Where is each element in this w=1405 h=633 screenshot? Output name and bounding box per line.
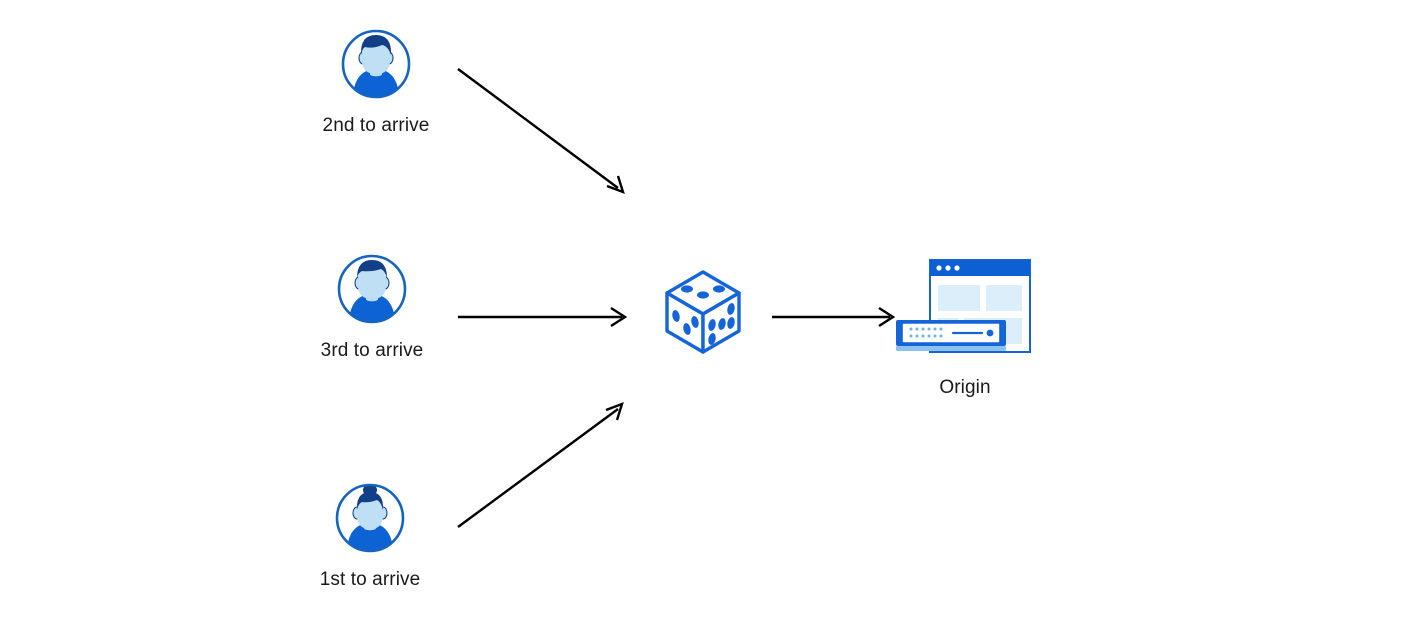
user-avatar-icon xyxy=(334,482,406,554)
user-avatar-icon xyxy=(340,28,412,100)
origin-server-icon xyxy=(890,256,1040,364)
user-avatar-icon xyxy=(336,253,408,325)
arrow-client-3rd-to-dice xyxy=(458,306,628,328)
origin-label: Origin xyxy=(939,377,991,398)
client-label-1st: 1st to arrive xyxy=(319,569,421,590)
arrow-client-2nd-to-dice xyxy=(457,68,625,194)
origin-node[interactable]: Origin xyxy=(890,256,1040,400)
client-node-3rd[interactable]: 3rd to arrive xyxy=(292,253,452,363)
client-label-2nd: 2nd to arrive xyxy=(322,115,430,136)
arrow-dice-to-origin xyxy=(772,306,896,328)
client-node-2nd[interactable]: 2nd to arrive xyxy=(296,28,456,138)
arrow-client-1st-to-dice xyxy=(457,402,624,528)
server-device xyxy=(896,320,1006,351)
client-label-3rd: 3rd to arrive xyxy=(320,340,424,361)
client-node-1st[interactable]: 1st to arrive xyxy=(290,482,450,592)
dice-icon xyxy=(655,262,751,358)
random-balancer-node[interactable] xyxy=(655,262,751,358)
